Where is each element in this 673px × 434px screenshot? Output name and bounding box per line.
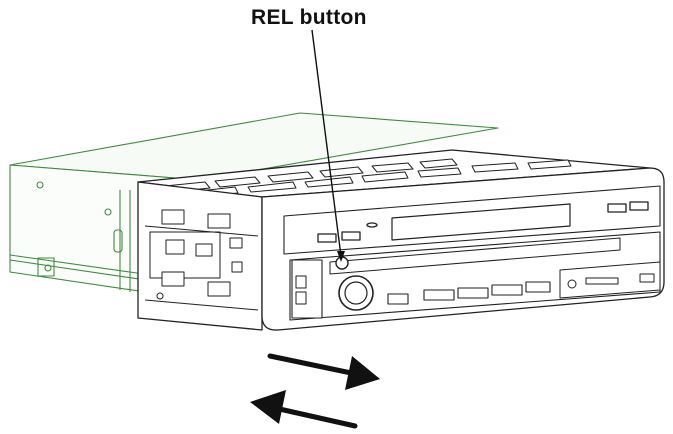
preset-button[interactable] xyxy=(423,289,455,301)
sleeve-screw-hole xyxy=(104,208,112,216)
upper-panel-button xyxy=(629,201,649,211)
unit-side-bracket xyxy=(144,209,259,311)
unit-top-vents xyxy=(164,158,572,198)
rel-callout-leader xyxy=(311,29,345,262)
sleeve-side-slot xyxy=(113,229,123,253)
disc-slot-band xyxy=(329,237,621,275)
volume-knob-inner xyxy=(344,281,368,305)
sleeve-tab xyxy=(37,257,55,277)
rel-button-detail xyxy=(295,275,307,289)
upper-panel-button xyxy=(607,203,627,213)
sleeve-screw-hole xyxy=(44,264,52,272)
sleeve-screw-hole xyxy=(36,181,44,189)
upper-panel-button xyxy=(341,231,361,241)
rel-button-recess xyxy=(291,259,323,319)
preset-button-row xyxy=(387,281,551,305)
preset-button[interactable] xyxy=(491,284,523,296)
eject-button[interactable] xyxy=(639,273,655,283)
radio-unit-body xyxy=(137,149,665,331)
preset-button[interactable] xyxy=(387,293,409,305)
small-round-button[interactable] xyxy=(567,279,577,289)
upper-panel-led xyxy=(366,222,378,228)
arrow-left-icon xyxy=(250,390,358,429)
preset-button[interactable] xyxy=(457,287,489,299)
upper-panel-button xyxy=(317,233,337,243)
arrow-right-icon xyxy=(267,353,380,390)
display-window xyxy=(391,203,571,241)
card-slot xyxy=(585,277,619,285)
rel-button-label: REL button xyxy=(251,6,367,29)
preset-button[interactable] xyxy=(525,281,551,293)
rel-button-detail xyxy=(295,291,307,305)
